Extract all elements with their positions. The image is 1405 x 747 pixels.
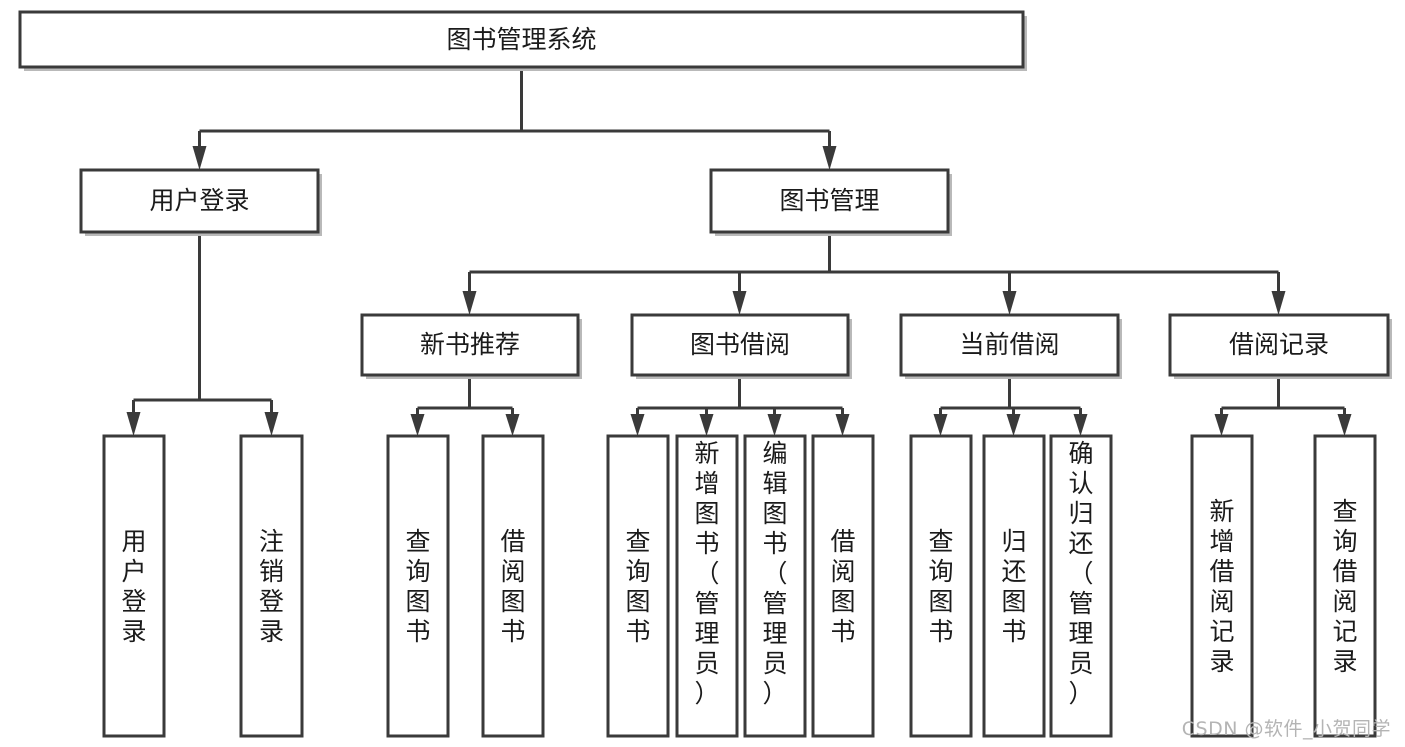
node-leaf-query-book-2[interactable]: 查询图书 xyxy=(606,434,670,738)
node-leaf-add-borrow-record[interactable]: 新增借阅记录 xyxy=(1190,434,1254,738)
arrow-to-borrow-record xyxy=(1271,291,1286,315)
node-leaf-logout-login-box[interactable] xyxy=(239,434,304,738)
arrow-to-leaf-edit-book xyxy=(767,414,782,436)
node-leaf-confirm-return[interactable]: 确认归还（管理员） xyxy=(1049,434,1113,738)
arrow-to-leaf-query-borrow-record xyxy=(1337,414,1352,436)
node-user-login-box[interactable] xyxy=(79,168,320,234)
arrow-to-book-borrow xyxy=(732,291,747,315)
arrow-to-user-login xyxy=(192,146,207,170)
arrow-to-leaf-borrow-book-1 xyxy=(505,414,520,436)
node-leaf-borrow-book-1-label: 借阅图书 xyxy=(500,527,525,646)
arrow-to-leaf-query-book-2 xyxy=(630,414,645,436)
arrow-to-leaf-user-login xyxy=(126,412,141,436)
node-current-borrow-label: 当前借阅 xyxy=(959,330,1059,359)
arrow-to-leaf-query-book-3 xyxy=(933,414,948,436)
arrow-to-leaf-confirm-return xyxy=(1073,414,1088,436)
arrow-to-leaf-return-book xyxy=(1006,414,1021,436)
node-leaf-edit-book-box[interactable] xyxy=(743,434,807,738)
node-leaf-user-login-label: 用户登录 xyxy=(121,527,146,646)
node-leaf-query-book-1-label: 查询图书 xyxy=(405,527,430,646)
node-leaf-return-book-label: 归还图书 xyxy=(1001,527,1026,646)
node-leaf-edit-book[interactable]: 编辑图书（管理员） xyxy=(743,434,807,738)
node-user-login-label: 用户登录 xyxy=(149,186,249,215)
node-leaf-add-book[interactable]: 新增图书（管理员） xyxy=(675,434,739,738)
node-root-box[interactable] xyxy=(18,10,1025,69)
node-borrow-record-label: 借阅记录 xyxy=(1229,330,1329,359)
arrow-to-leaf-add-book xyxy=(699,414,714,436)
edge-layer xyxy=(126,67,1352,436)
arrow-to-leaf-query-book-1 xyxy=(410,414,425,436)
node-borrow-record[interactable]: 借阅记录 xyxy=(1168,313,1392,379)
node-leaf-query-book-3[interactable]: 查询图书 xyxy=(909,434,973,738)
node-leaf-logout-login-label: 注销登录 xyxy=(259,527,284,646)
node-book-borrow[interactable]: 图书借阅 xyxy=(630,313,852,379)
node-new-book-recommend-box[interactable] xyxy=(360,313,580,377)
node-leaf-query-book-1-box[interactable] xyxy=(386,434,450,738)
node-leaf-add-borrow-record-label: 新增借阅记录 xyxy=(1209,497,1234,676)
node-borrow-record-box[interactable] xyxy=(1168,313,1390,377)
node-book-borrow-box[interactable] xyxy=(630,313,850,377)
arrow-to-book-management xyxy=(822,146,837,170)
node-new-book-recommend[interactable]: 新书推荐 xyxy=(360,313,582,379)
node-leaf-query-book-3-box[interactable] xyxy=(909,434,973,738)
node-current-borrow-box[interactable] xyxy=(899,313,1120,377)
node-new-book-recommend-label: 新书推荐 xyxy=(420,330,520,359)
node-leaf-query-book-2-label: 查询图书 xyxy=(625,527,650,646)
node-leaf-confirm-return-box[interactable] xyxy=(1049,434,1113,738)
node-root[interactable]: 图书管理系统 xyxy=(18,10,1027,71)
node-leaf-borrow-book-2-box[interactable] xyxy=(811,434,875,738)
arrow-to-current-borrow xyxy=(1002,291,1017,315)
arrow-to-new-book-recommend xyxy=(462,291,477,315)
node-leaf-borrow-book-2-label: 借阅图书 xyxy=(830,527,855,646)
node-book-management-label: 图书管理 xyxy=(779,186,879,215)
node-leaf-user-login[interactable]: 用户登录 xyxy=(102,434,166,738)
node-leaf-query-borrow-record[interactable]: 查询借阅记录 xyxy=(1313,434,1377,738)
arrow-to-leaf-add-borrow-record xyxy=(1214,414,1229,436)
node-leaf-add-borrow-record-box[interactable] xyxy=(1190,434,1254,738)
node-leaf-borrow-book-1-box[interactable] xyxy=(481,434,545,738)
node-book-borrow-label: 图书借阅 xyxy=(690,330,790,359)
node-book-management-box[interactable] xyxy=(709,168,950,234)
node-leaf-borrow-book-1[interactable]: 借阅图书 xyxy=(481,434,545,738)
node-leaf-confirm-return-label: 确认归还（管理员） xyxy=(1068,439,1093,708)
node-leaf-return-book[interactable]: 归还图书 xyxy=(982,434,1046,738)
node-leaf-edit-book-label: 编辑图书（管理员） xyxy=(762,439,787,708)
node-leaf-user-login-box[interactable] xyxy=(102,434,166,738)
csdn-watermark: CSDN @软件_小贺同学 xyxy=(1181,718,1391,740)
node-leaf-query-book-1[interactable]: 查询图书 xyxy=(386,434,450,738)
node-leaf-query-book-3-label: 查询图书 xyxy=(928,527,953,646)
node-current-borrow[interactable]: 当前借阅 xyxy=(899,313,1122,379)
node-leaf-query-book-2-box[interactable] xyxy=(606,434,670,738)
node-leaf-add-book-box[interactable] xyxy=(675,434,739,738)
node-leaf-add-book-label: 新增图书（管理员） xyxy=(694,439,719,708)
node-leaf-return-book-box[interactable] xyxy=(982,434,1046,738)
node-root-label: 图书管理系统 xyxy=(446,25,596,54)
arrow-to-leaf-borrow-book-2 xyxy=(835,414,850,436)
node-leaf-query-borrow-record-label: 查询借阅记录 xyxy=(1332,497,1357,676)
node-user-login[interactable]: 用户登录 xyxy=(79,168,322,236)
node-leaf-query-borrow-record-box[interactable] xyxy=(1313,434,1377,738)
arrow-to-leaf-logout-login xyxy=(264,412,279,436)
node-book-management[interactable]: 图书管理 xyxy=(709,168,952,236)
node-leaf-logout-login[interactable]: 注销登录 xyxy=(239,434,304,738)
node-leaf-borrow-book-2[interactable]: 借阅图书 xyxy=(811,434,875,738)
